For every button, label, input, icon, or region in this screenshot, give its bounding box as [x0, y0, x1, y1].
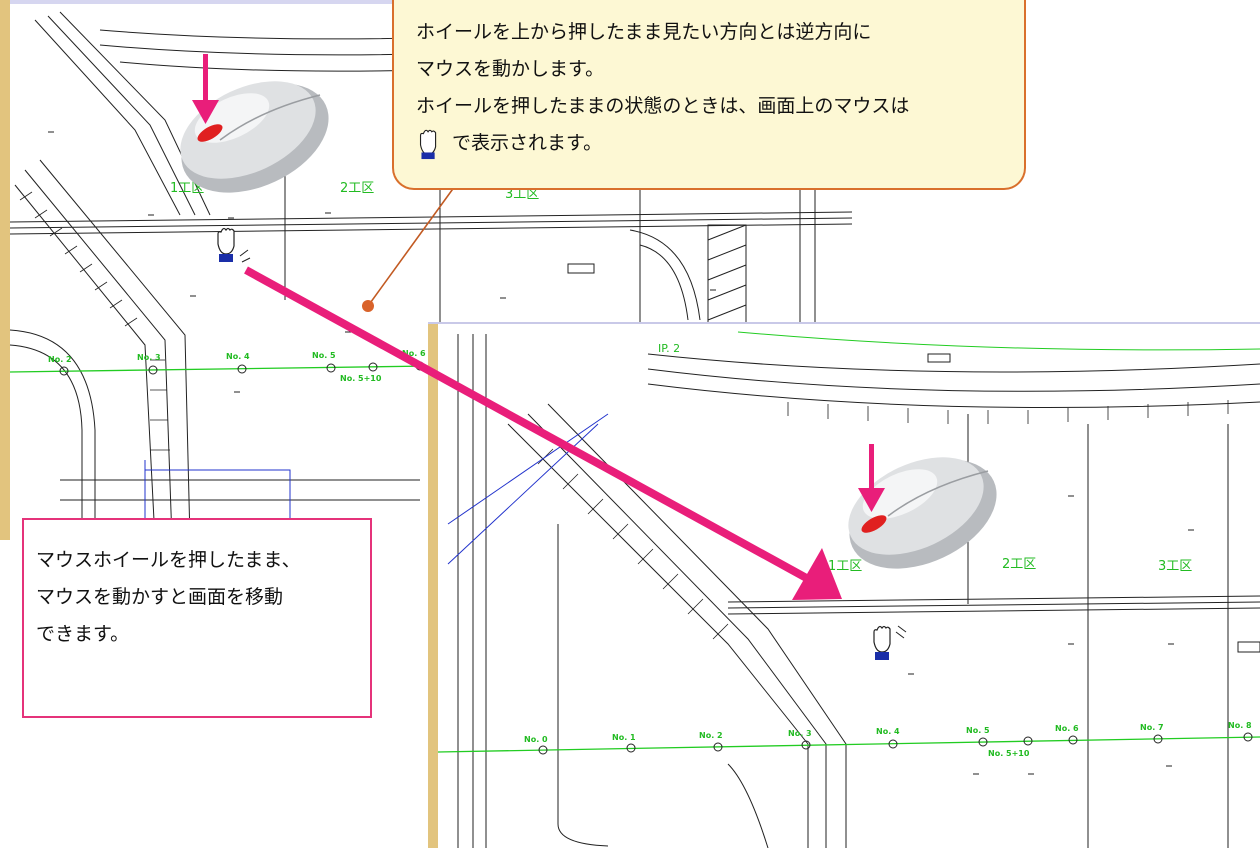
station-label: No. 6 [402, 349, 426, 358]
note-line: マウスを動かすと画面を移動 [36, 586, 284, 608]
summary-note: マウスホイールを押したまま、 マウスを動かすと画面を移動 できます。 [22, 518, 372, 718]
view-left-border [428, 324, 438, 848]
cad-drawing-after: No. 0 No. 1 No. 2 No. 3 No. 4 No. 5 No. … [437, 331, 1260, 848]
station-label: No. 3 [788, 729, 812, 738]
zone-label: 3工区 [1158, 559, 1192, 574]
station-label: No. 2 [699, 731, 723, 740]
station-label: No. 5 [966, 726, 990, 735]
zone-label: 1工区 [828, 559, 862, 574]
station-label: No. 7 [1140, 723, 1164, 732]
cad-view-after[interactable]: No. 0 No. 1 No. 2 No. 3 No. 4 No. 5 No. … [428, 322, 1260, 848]
station-label: No. 6 [1055, 724, 1079, 733]
mouse-wheel-icon [197, 124, 223, 142]
station-label: No. 4 [876, 727, 900, 736]
station-label: No. 5 [312, 351, 336, 360]
mouse-icon [180, 81, 329, 193]
note-line: できます。 [36, 623, 130, 645]
station-label: No. 5+10 [340, 374, 382, 383]
station-label: No. 0 [524, 735, 548, 744]
mouse-icon [848, 457, 997, 569]
hand-cursor-icon [873, 625, 907, 660]
station-label: No. 5+10 [988, 749, 1030, 758]
hand-cursor-icon [217, 227, 251, 263]
station-label: No. 2 [48, 355, 72, 364]
press-down-arrow-icon [192, 54, 219, 124]
station-label: No. 4 [226, 352, 250, 361]
zone-label: 1工区 [170, 181, 204, 196]
callout-line: ホイールを上から押したまま見たい方向とは逆方向に [416, 21, 872, 43]
zone-label: 3工区 [505, 187, 539, 202]
note-line: マウスホイールを押したまま、 [36, 549, 301, 571]
mouse-wheel-icon [861, 515, 887, 533]
zone-label: 2工区 [1002, 557, 1036, 572]
callout-line: で表示されます。 [452, 132, 603, 154]
ip-label: IP. 2 [658, 342, 680, 355]
callout-line: ホイールを押したままの状態のときは、画面上のマウスは [416, 95, 910, 117]
view-left-border [0, 0, 10, 540]
instruction-callout: ホイールを上から押したまま見たい方向とは逆方向に マウスを動かします。 ホイール… [392, 0, 1026, 190]
station-label: No. 8 [1228, 721, 1252, 730]
hand-cursor-icon [419, 129, 437, 159]
press-down-arrow-icon [858, 444, 885, 512]
zone-label: 2工区 [340, 181, 374, 196]
station-label: No. 3 [137, 353, 161, 362]
station-label: No. 1 [612, 733, 636, 742]
callout-line: マウスを動かします。 [416, 58, 605, 80]
